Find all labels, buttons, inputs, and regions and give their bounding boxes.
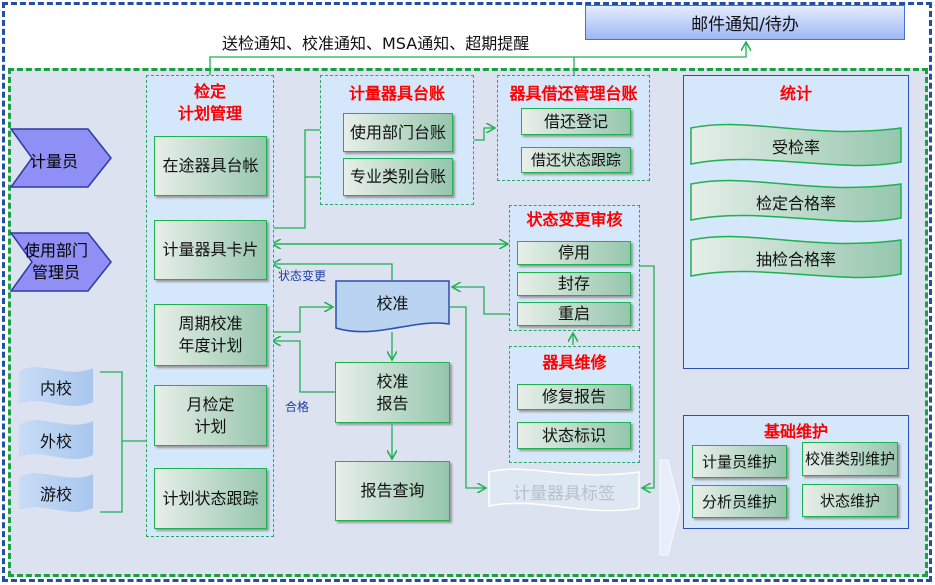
status-restart[interactable]: 重启 bbox=[517, 302, 631, 326]
email-label: 邮件通知/待办 bbox=[691, 15, 799, 35]
role-label: 计量员 bbox=[30, 152, 79, 171]
annual-calibration-plan[interactable]: 周期校准 年度计划 bbox=[154, 304, 267, 366]
category-ledger[interactable]: 专业类别台账 bbox=[343, 158, 453, 196]
calibration-category-maintenance[interactable]: 校准类别维护 bbox=[802, 442, 898, 476]
borrow-status-tracking[interactable]: 借还状态跟踪 bbox=[521, 147, 631, 173]
mobile-calibration[interactable]: 游校 bbox=[18, 470, 94, 516]
role-label: 使用部门 管理员 bbox=[24, 241, 89, 282]
pass-label: 合格 bbox=[285, 400, 310, 414]
internal-calibration[interactable]: 内校 bbox=[18, 364, 94, 410]
group-title: 计划管理 bbox=[177, 104, 242, 123]
status-maintenance[interactable]: 状态维护 bbox=[802, 484, 898, 517]
verification-pass-rate[interactable]: 检定合格率 bbox=[690, 178, 902, 226]
status-marking[interactable]: 状态标识 bbox=[517, 422, 631, 449]
external-calibration[interactable]: 外校 bbox=[18, 417, 94, 463]
analyst-maintenance[interactable]: 分析员维护 bbox=[692, 485, 787, 518]
status-seal[interactable]: 封存 bbox=[517, 272, 631, 296]
group-title: 器具维修 bbox=[542, 353, 607, 372]
group-title: 检定 bbox=[193, 82, 226, 101]
role-metrologist[interactable]: 计量员 bbox=[10, 128, 112, 188]
group-title: 状态变更审核 bbox=[526, 210, 623, 229]
in-transit-ledger[interactable]: 在途器具台帐 bbox=[154, 136, 267, 196]
stat-label: 抽检合格率 bbox=[755, 250, 836, 269]
group-title: 统计 bbox=[779, 84, 812, 103]
calibration-doc[interactable]: 校准 bbox=[335, 280, 450, 334]
dept-ledger[interactable]: 使用部门台账 bbox=[343, 113, 453, 152]
stat-label: 受检率 bbox=[771, 138, 820, 157]
borrow-register[interactable]: 借还登记 bbox=[521, 108, 631, 135]
pentagon-arrow-icon bbox=[10, 128, 112, 188]
inspection-rate[interactable]: 受检率 bbox=[690, 122, 902, 170]
sampling-pass-rate[interactable]: 抽检合格率 bbox=[690, 234, 902, 282]
group-title: 器具借还管理台账 bbox=[509, 84, 638, 103]
stat-label: 检定合格率 bbox=[755, 194, 836, 213]
monthly-plan[interactable]: 月检定 计划 bbox=[154, 385, 267, 446]
plan-status-tracking[interactable]: 计划状态跟踪 bbox=[154, 468, 267, 529]
metrologist-maintenance[interactable]: 计量员维护 bbox=[692, 445, 787, 478]
status-change-label: 状态变更 bbox=[278, 269, 327, 283]
type-label: 游校 bbox=[39, 485, 72, 504]
tag-label: 计量器具标签 bbox=[513, 483, 615, 504]
instrument-label-tag[interactable]: 计量器具标签 bbox=[488, 466, 640, 516]
status-disable[interactable]: 停用 bbox=[517, 241, 631, 265]
report-query[interactable]: 报告查询 bbox=[335, 461, 450, 521]
group-title: 计量器具台账 bbox=[348, 84, 445, 103]
notice-text: 送检通知、校准通知、MSA通知、超期提醒 bbox=[222, 34, 530, 53]
group-title: 基础维护 bbox=[763, 422, 828, 441]
instrument-card[interactable]: 计量器具卡片 bbox=[154, 220, 267, 280]
doc-label: 校准 bbox=[376, 294, 409, 313]
email-notification-box[interactable]: 邮件通知/待办 bbox=[585, 5, 905, 40]
role-dept-admin[interactable]: 使用部门 管理员 bbox=[10, 232, 112, 292]
pentagon-arrow-icon bbox=[10, 232, 112, 292]
type-label: 内校 bbox=[39, 379, 72, 398]
type-label: 外校 bbox=[39, 432, 72, 451]
repair-report[interactable]: 修复报告 bbox=[517, 384, 631, 410]
calibration-report[interactable]: 校准 报告 bbox=[335, 362, 450, 423]
